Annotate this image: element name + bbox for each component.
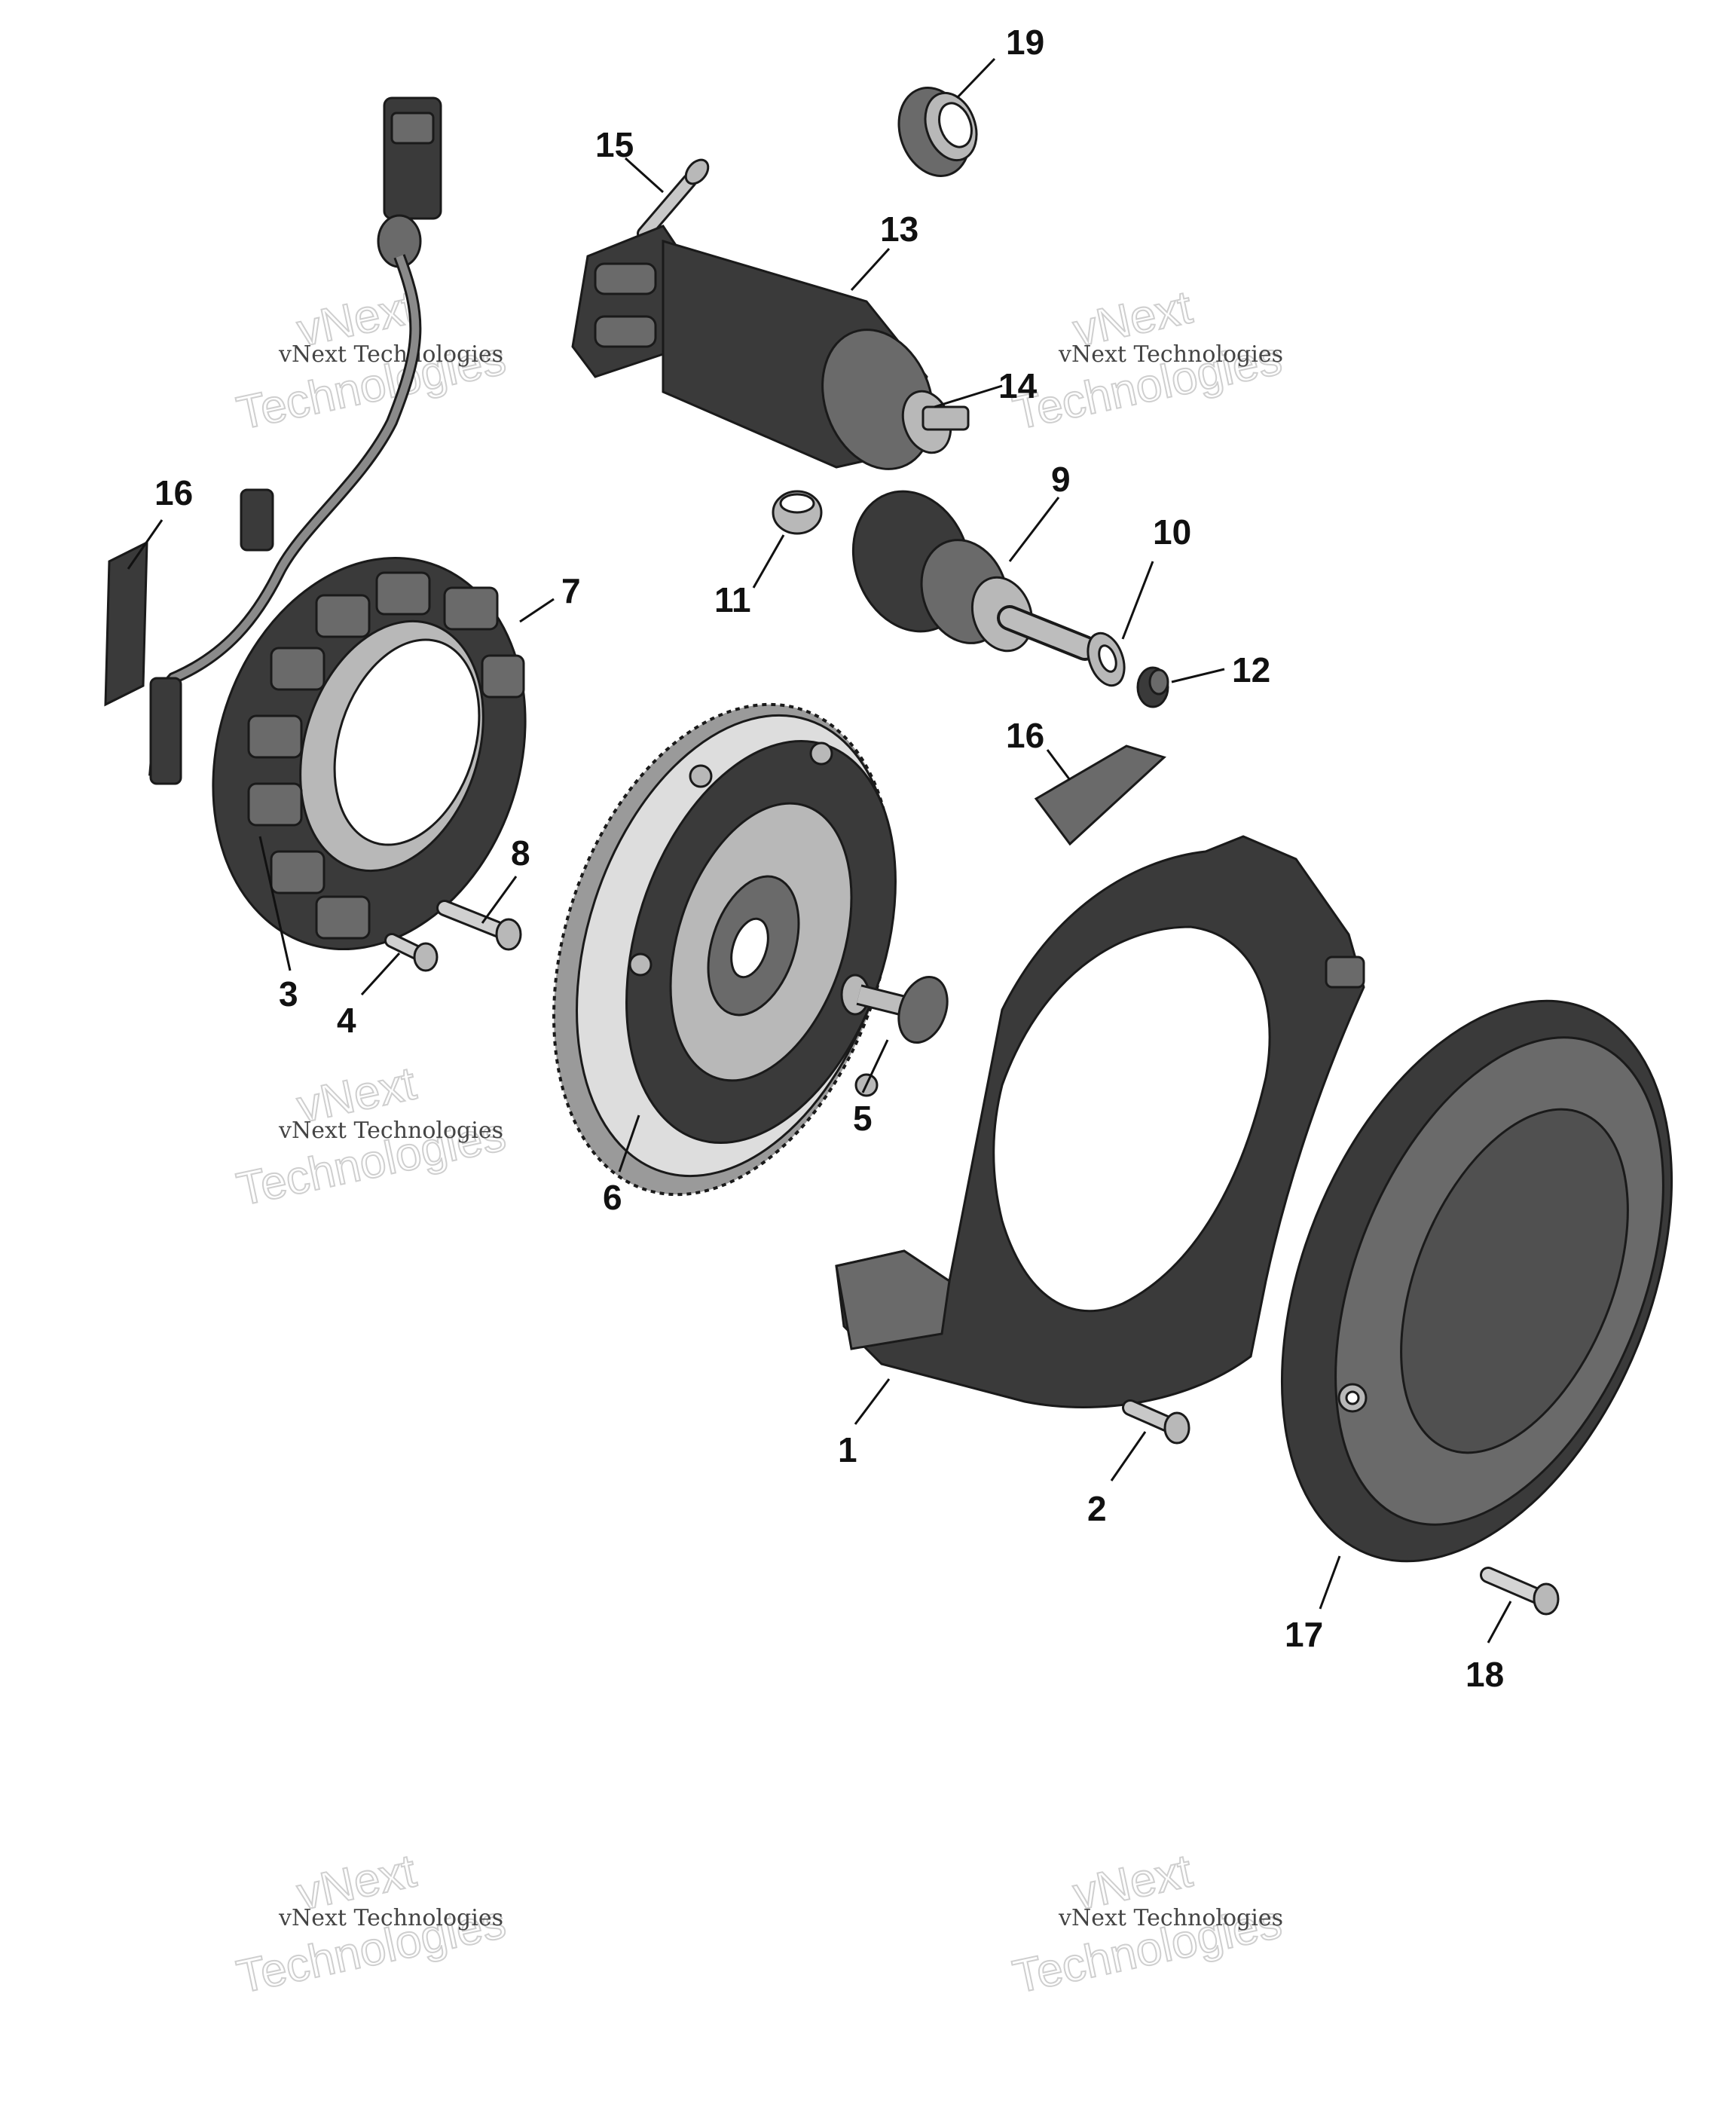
callout-9: 9 <box>1051 460 1071 499</box>
watermark-small-3: vNext Technologies <box>1058 341 1283 368</box>
part-5-bolt <box>840 974 949 1044</box>
part-10-washer <box>1087 631 1126 687</box>
watermark-bottom-right: vNext Technologies vNext Technologies <box>1008 1844 1287 2004</box>
part-1-housing <box>835 835 1365 1408</box>
part-16-pad-left <box>104 540 148 707</box>
callout-19: 19 <box>1006 23 1044 62</box>
callout-10: 10 <box>1153 512 1191 552</box>
wire-harness <box>148 96 442 785</box>
callout-2: 2 <box>1087 1489 1107 1528</box>
callout-1: 1 <box>838 1430 857 1469</box>
stator-coils <box>247 571 525 940</box>
watermark-mid-left: vNext Technologies vNext Technologies <box>232 1056 511 1216</box>
part-2-screw <box>1122 1399 1190 1445</box>
leader-lines <box>127 57 1512 1643</box>
part-9-starter-drive <box>851 490 1098 661</box>
watermark-bottom-left: vNext Technologies vNext Technologies <box>232 1844 511 2004</box>
part-13-starter-motor <box>571 225 970 470</box>
callout-16-right: 16 <box>1006 716 1044 755</box>
watermark-top-left: vNext Technologies vNext Technologies vN… <box>232 280 511 440</box>
part-6-flywheel <box>552 702 897 1197</box>
part-4-screw <box>384 933 439 972</box>
watermark-small-4: vNext Technologies <box>278 1118 503 1144</box>
watermark-top-right: vNext Technologies vNext Technologies <box>1008 280 1287 440</box>
callout-14: 14 <box>998 366 1038 405</box>
callout-17: 17 <box>1285 1615 1323 1654</box>
callout-12: 12 <box>1232 650 1270 689</box>
callout-15: 15 <box>595 125 634 164</box>
callout-18: 18 <box>1466 1655 1504 1694</box>
callout-8: 8 <box>511 833 530 873</box>
watermark-small-1: vNext Technologies <box>278 341 503 368</box>
callout-7: 7 <box>561 571 581 610</box>
watermark-small-7: vNext Technologies <box>1058 1905 1283 1931</box>
watermark-small-6: vNext Technologies <box>278 1905 503 1931</box>
part-19-seal <box>897 87 978 177</box>
part-16-pad-right <box>1034 745 1166 846</box>
callout-3: 3 <box>279 974 298 1014</box>
part-8-bolt <box>436 900 522 951</box>
callout-6: 6 <box>603 1178 622 1217</box>
callout-4: 4 <box>337 1001 356 1040</box>
part-7-stator <box>212 557 527 950</box>
part-12-spring <box>1136 666 1169 708</box>
part-17-cover <box>1281 999 1673 1563</box>
callout-13: 13 <box>880 209 918 249</box>
callout-labels: 19 15 13 14 9 10 12 16 11 7 16 8 3 4 5 6… <box>154 23 1504 1694</box>
callout-16-left: 16 <box>154 473 193 512</box>
part-15-bolt <box>637 158 710 241</box>
callout-11: 11 <box>714 580 751 619</box>
part-18-screw <box>1480 1567 1560 1616</box>
part-11-bushing <box>772 490 823 535</box>
callout-5: 5 <box>853 1099 873 1138</box>
